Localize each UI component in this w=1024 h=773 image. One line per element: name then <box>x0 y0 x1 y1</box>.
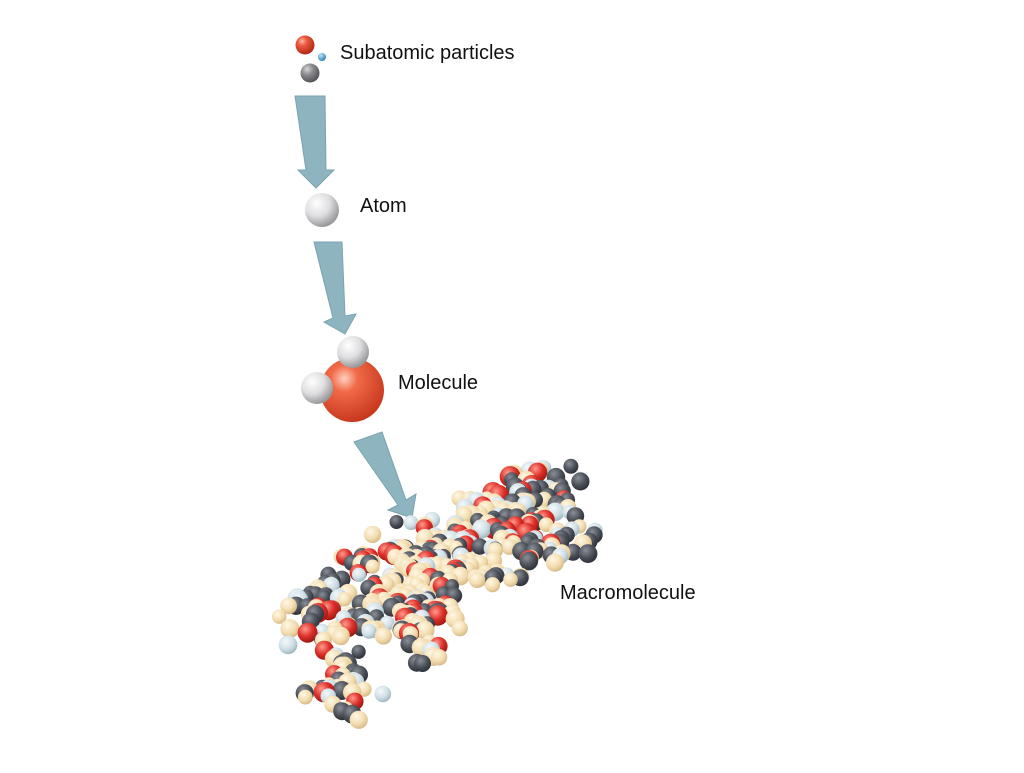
hydrogen-atom-top-icon <box>337 336 369 368</box>
macromolecule-atom <box>365 559 380 574</box>
electron-icon <box>318 53 326 61</box>
macromolecule-atom <box>351 567 367 582</box>
macromolecule-atom <box>337 592 352 607</box>
macromolecule-atom <box>403 515 419 531</box>
macromolecule-atom <box>361 623 377 639</box>
macromolecule-icon <box>272 458 603 729</box>
molecule-label: Molecule <box>398 372 479 394</box>
atom-label: Atom <box>360 195 407 217</box>
macromolecule-atom <box>578 544 598 563</box>
macromolecule-atom <box>503 572 518 587</box>
macromolecule-atom <box>430 649 448 666</box>
macromolecule-atom <box>468 571 486 589</box>
macromolecule-atom <box>485 577 501 593</box>
macromolecule-atom <box>389 515 404 529</box>
macromolecule-atom <box>563 458 579 474</box>
macromolecule-atom <box>272 609 287 624</box>
macromolecule-atom <box>297 689 313 705</box>
macromolecule-atom <box>363 525 382 544</box>
macromolecule-atom <box>280 597 297 615</box>
macromolecule-atom <box>374 685 392 703</box>
arrow-molecule-to-macromolecule <box>353 431 417 519</box>
arrow-atom-to-molecule <box>313 241 357 335</box>
macromolecule-atom <box>349 710 368 729</box>
macromolecule-atom <box>545 553 564 572</box>
neutron-icon <box>300 63 320 83</box>
macromolecule-atom <box>280 619 300 639</box>
macromolecule-atom <box>374 627 392 645</box>
atom-icon <box>305 193 339 227</box>
macromolecule-atom <box>351 644 366 659</box>
macromolecule-atom <box>471 538 488 555</box>
hydrogen-atom-left-icon <box>301 372 333 404</box>
oxygen-atom-icon <box>320 358 384 422</box>
macromolecule-atom <box>571 472 590 491</box>
arrow-subatomic-to-atom <box>294 95 336 189</box>
macromolecule-atom <box>519 551 539 571</box>
macromolecule-atom <box>414 655 431 672</box>
macromolecule-atom <box>278 635 298 655</box>
subatomic-particles-label: Subatomic particles <box>340 42 515 64</box>
subatomic-particles-icon <box>295 35 326 83</box>
macromolecule-atom <box>297 622 318 643</box>
proton-icon <box>295 35 315 55</box>
macromolecule-atom <box>333 629 349 646</box>
macromolecule-atom <box>451 620 468 637</box>
molecule-icon <box>301 336 384 422</box>
macromolecule-label: Macromolecule <box>560 582 696 604</box>
